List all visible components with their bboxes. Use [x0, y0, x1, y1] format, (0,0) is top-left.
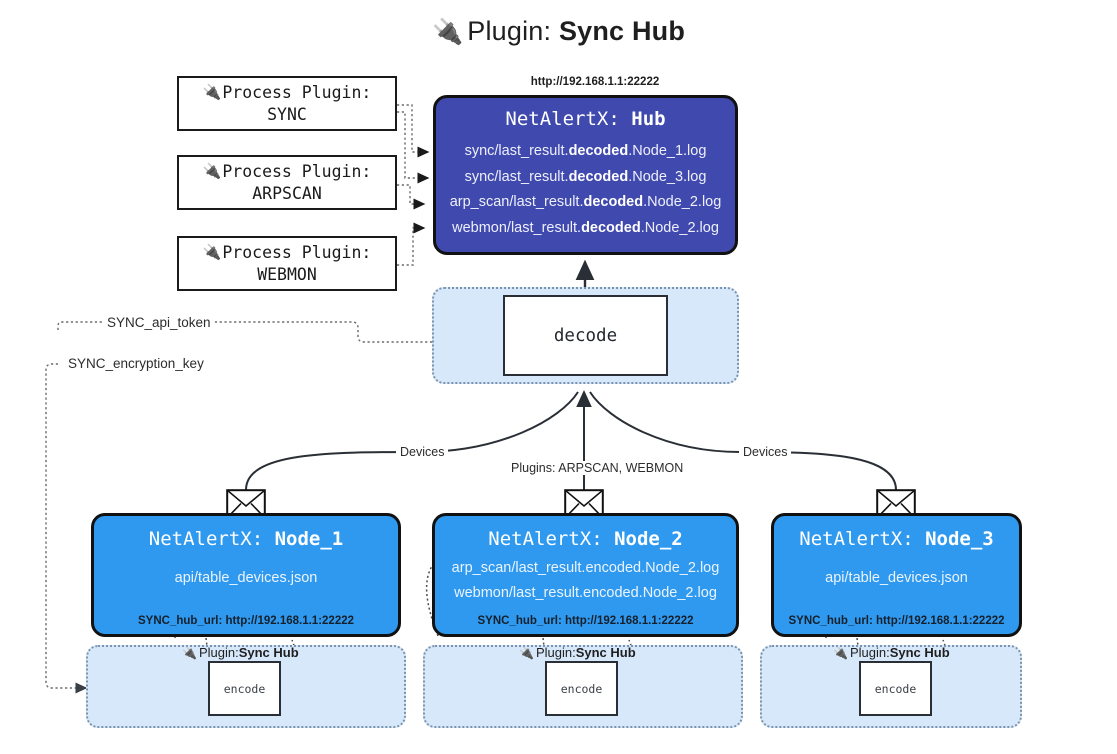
plug-icon: 🔌 — [182, 645, 197, 660]
logline-strong: decoded — [568, 168, 629, 185]
logline-post: .Node_1.log — [628, 143, 707, 159]
plug-icon: 🔌 — [833, 645, 848, 660]
logline-pre: arp_scan/last_result. — [449, 194, 584, 211]
logline-pre: sync/last_result. — [464, 143, 569, 159]
plugin-label-prefix: Plugin: — [849, 645, 890, 660]
node-line: webmon/last_result.encoded.Node_2.log — [454, 585, 717, 602]
logline-pre: sync/last_result. — [464, 168, 569, 185]
encode-box-node-3[interactable]: encode — [859, 661, 932, 716]
node-title: NetAlertX: Node_2 — [435, 528, 736, 550]
logline-strong: decoded — [568, 143, 629, 159]
node-box-node-2[interactable]: NetAlertX: Node_2 arp_scan/last_result.e… — [432, 513, 739, 637]
node-title-name: Node_3 — [925, 528, 994, 550]
logline-post: .Node_3.log — [628, 168, 707, 185]
edge-label-plugins-center: Plugins: ARPSCAN, WEBMON — [507, 461, 688, 475]
edge-label-devices-right: Devices — [739, 445, 792, 459]
plugin-label-prefix: Plugin: — [198, 645, 239, 660]
process-plugin-box-arpscan[interactable]: 🔌 Process Plugin: ARPSCAN — [177, 155, 397, 210]
process-plugin-box-webmon[interactable]: 🔌 Process Plugin: WEBMON — [177, 236, 397, 291]
page-title-name: Sync Hub — [558, 16, 686, 46]
page-title-prefix: Plugin: — [467, 16, 559, 46]
edge-arpscan-plugin-to-hub — [397, 184, 426, 210]
hub-logline-4: webmon/last_result.decoded.Node_2.log — [436, 216, 735, 242]
process-plugin-box-sync[interactable]: 🔌 Process Plugin: SYNC — [177, 76, 397, 131]
node-title: NetAlertX: Node_1 — [94, 528, 398, 550]
hub-node[interactable]: NetAlertX: Hub sync/last_result.decoded.… — [433, 95, 738, 255]
logline-post: .Node_2.log — [643, 194, 722, 211]
plugin-label-name: Sync Hub — [889, 645, 950, 660]
process-plugin-heading: Process Plugin: — [222, 161, 372, 181]
node-line: api/table_devices.json — [825, 570, 968, 586]
plug-icon: 🔌 — [202, 82, 222, 101]
edge-webmon-plugin-to-hub — [397, 222, 426, 266]
node-line: api/table_devices.json — [174, 570, 318, 586]
plug-icon: 🔌 — [202, 242, 222, 261]
plug-icon: 🔌 — [519, 645, 534, 660]
encode-box-node-2[interactable]: encode — [545, 661, 618, 716]
label-sync-encryption-key: SYNC_encryption_key — [64, 356, 208, 371]
hub-logline-3: arp_scan/last_result.decoded.Node_2.log — [436, 190, 735, 216]
node-line: arp_scan/last_result.encoded.Node_2.log — [451, 560, 720, 576]
plugin-label-node-3: 🔌Plugin: Sync Hub — [833, 645, 950, 660]
plugin-label-node-1: 🔌Plugin: Sync Hub — [182, 645, 299, 660]
node-title-prefix: NetAlertX: — [488, 528, 615, 550]
plug-icon: 🔌 — [431, 18, 464, 46]
hub-logline-1: sync/last_result.decoded.Node_1.log — [436, 139, 735, 165]
process-plugin-name: ARPSCAN — [252, 183, 322, 203]
edge-sync-plugin-to-hub — [397, 104, 430, 158]
hub-logline-2: sync/last_result.decoded.Node_3.log — [436, 165, 735, 191]
logline-strong: decoded — [581, 219, 641, 236]
hub-title-name: Hub — [631, 108, 666, 130]
encode-box-node-1[interactable]: encode — [208, 661, 281, 716]
plugin-label-name: Sync Hub — [238, 645, 299, 660]
hub-title: NetAlertX: Hub — [436, 108, 735, 130]
process-plugin-heading: Process Plugin: — [222, 242, 372, 262]
edge-encryption-key-to-encode — [45, 363, 88, 694]
node-title-prefix: NetAlertX: — [148, 528, 275, 550]
process-plugin-heading: Process Plugin: — [222, 82, 372, 102]
node-box-node-1[interactable]: NetAlertX: Node_1 api/table_devices.json… — [91, 513, 401, 637]
hub-url-label: http://192.168.1.1:22222 — [530, 76, 660, 88]
node-title-name: Node_2 — [614, 528, 683, 550]
edge-label-devices-left: Devices — [396, 445, 449, 459]
logline-strong: decoded — [583, 194, 644, 211]
node-hub-url: SYNC_hub_url: http://192.168.1.1:22222 — [137, 615, 355, 627]
plug-icon: 🔌 — [202, 161, 222, 180]
hub-title-prefix: NetAlertX: — [505, 108, 632, 130]
edge-node1-to-decode — [245, 391, 579, 491]
process-plugin-name: SYNC — [267, 104, 307, 124]
edge-node3-to-decode — [589, 391, 897, 491]
node-box-node-3[interactable]: NetAlertX: Node_3 api/table_devices.json… — [771, 513, 1022, 637]
node-title-name: Node_1 — [274, 528, 344, 550]
decode-box[interactable]: decode — [503, 295, 668, 376]
logline-pre: webmon/last_result. — [452, 219, 582, 236]
page-title: 🔌Plugin: Sync Hub — [0, 16, 1117, 47]
logline-post: .Node_2.log — [640, 219, 719, 236]
node-title-prefix: NetAlertX: — [799, 528, 926, 550]
edge-sync-plugin-to-hub-2 — [397, 111, 430, 184]
plugin-label-name: Sync Hub — [575, 645, 636, 660]
process-plugin-name: WEBMON — [257, 264, 317, 284]
plugin-label-prefix: Plugin: — [535, 645, 576, 660]
node-title: NetAlertX: Node_3 — [774, 528, 1019, 550]
plugin-label-node-2: 🔌Plugin: Sync Hub — [519, 645, 636, 660]
label-sync-api-token: SYNC_api_token — [103, 315, 215, 330]
node-hub-url: SYNC_hub_url: http://192.168.1.1:22222 — [477, 615, 694, 627]
node-hub-url: SYNC_hub_url: http://192.168.1.1:22222 — [788, 615, 1005, 627]
